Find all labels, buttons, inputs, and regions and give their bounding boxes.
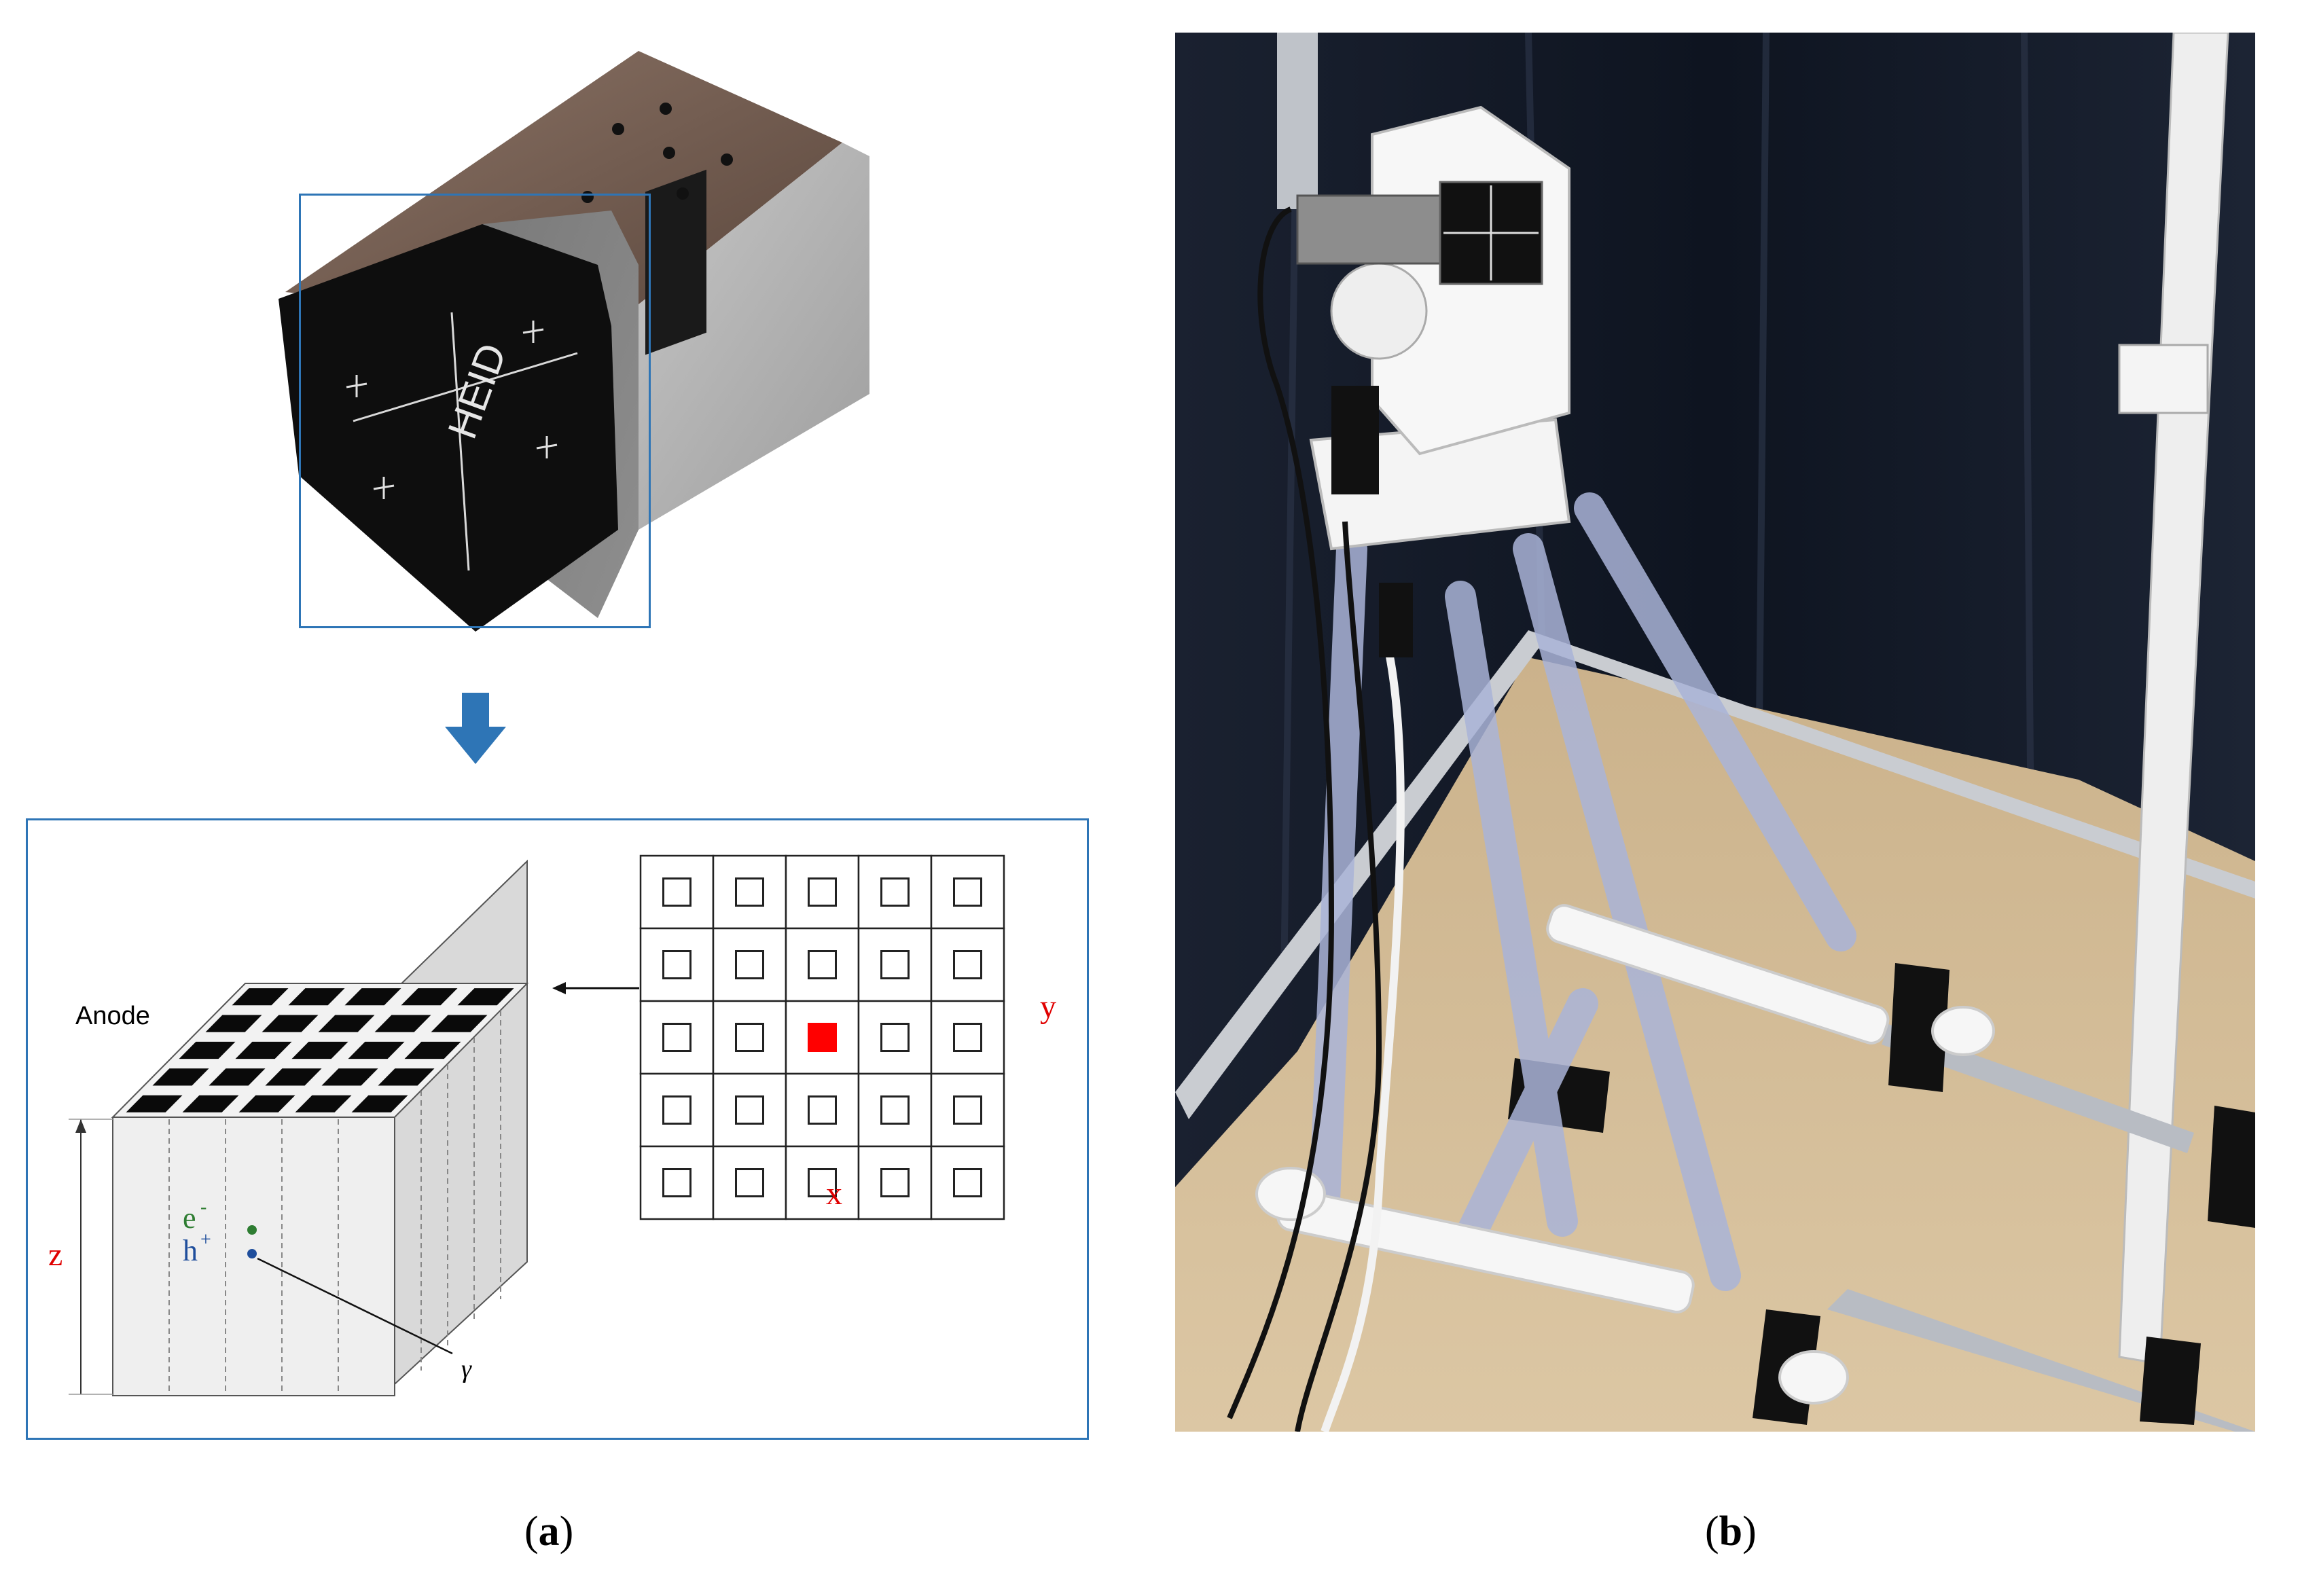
- electron-dot: [247, 1225, 257, 1235]
- anode-label: Anode: [75, 1002, 150, 1030]
- pixel: [808, 877, 837, 907]
- anode-pad: [378, 1068, 435, 1086]
- down-arrow-icon: [442, 693, 509, 767]
- anode-pad: [401, 988, 458, 1006]
- pixel: [662, 1168, 691, 1197]
- pixel: [808, 1095, 837, 1125]
- pixel: [953, 1095, 982, 1125]
- white-cable: [1321, 636, 1405, 1432]
- pixel: [953, 950, 982, 979]
- anode-pad: [457, 988, 514, 1006]
- anode-pad: [205, 1015, 262, 1032]
- anode-pad: [318, 1015, 375, 1032]
- side-strip-lines: [420, 1011, 501, 1371]
- anode-pad: [262, 1015, 319, 1032]
- pixel: [880, 877, 910, 907]
- alignment-marks: [346, 321, 558, 499]
- module-side-face: [611, 143, 869, 530]
- anode-pad: [288, 988, 345, 1006]
- pixel-grid: [639, 854, 1005, 1220]
- pixel: [662, 1023, 691, 1052]
- device-photo: HEID: [258, 41, 910, 652]
- anode-pad: [351, 1095, 408, 1112]
- anode-pad: [235, 1041, 292, 1059]
- electron-sup: -: [200, 1197, 206, 1218]
- pixel: [662, 950, 691, 979]
- setup-illustration: [1175, 33, 2255, 1432]
- cube-side-face: [394, 859, 528, 1386]
- control-box: [1331, 386, 1379, 494]
- cables: [1227, 206, 1382, 1432]
- pixel: [808, 950, 837, 979]
- anode-pad: [374, 1015, 431, 1032]
- anode-pad: [344, 988, 401, 1006]
- anode-pad: [265, 1068, 322, 1086]
- anode-pad: [348, 1041, 405, 1059]
- hole-sup: +: [200, 1229, 211, 1250]
- hole-label: h: [183, 1234, 198, 1267]
- anode-pad: [291, 1041, 348, 1059]
- side-connector: [645, 169, 706, 355]
- pixel-highlighted: [808, 1023, 837, 1052]
- anode-pad: [238, 1095, 295, 1112]
- inline-switch: [1379, 583, 1413, 657]
- electron-label: e: [183, 1201, 196, 1235]
- y-axis-label: y: [1040, 989, 1056, 1025]
- hole-dot: [247, 1249, 257, 1258]
- pixel: [880, 950, 910, 979]
- pixel: [880, 1023, 910, 1052]
- pixel: [735, 950, 764, 979]
- tripod-legs: [1309, 492, 1856, 1291]
- detector-schematic: z Anode e - h + γ y x: [48, 854, 1056, 1396]
- pixel: [953, 1023, 982, 1052]
- pixel: [953, 1168, 982, 1197]
- gamma-ray-line: [257, 1257, 453, 1355]
- anode-pad: [152, 1068, 209, 1086]
- pixel: [880, 1168, 910, 1197]
- x-axis-label: x: [826, 1176, 842, 1212]
- pixel: [953, 877, 982, 907]
- z-axis-label: z: [48, 1237, 62, 1273]
- anode-pad: [182, 1095, 239, 1112]
- anode-pad: [126, 1095, 183, 1112]
- anode-pad: [209, 1068, 266, 1086]
- schematic-frame: z Anode e - h + γ y x: [26, 818, 1089, 1440]
- detector-module-illustration: HEID: [279, 51, 869, 632]
- anode-pads: [126, 988, 514, 1112]
- pixel: [662, 1095, 691, 1125]
- anode-pad: [321, 1068, 378, 1086]
- pixel: [662, 877, 691, 907]
- anode-pad: [404, 1041, 461, 1059]
- left-post: [1277, 33, 1318, 209]
- anode-pad: [179, 1041, 236, 1059]
- anode-pad: [431, 1015, 488, 1032]
- post-clamp: [2118, 344, 2209, 414]
- pixel: [808, 1168, 837, 1197]
- zoom-selection-box: [299, 194, 651, 628]
- tripod-base: [1255, 904, 1995, 1404]
- gamma-label: γ: [461, 1355, 472, 1383]
- pixel: [735, 1168, 764, 1197]
- pixel: [735, 1095, 764, 1125]
- front-strip-lines: [168, 1119, 339, 1394]
- mid-floor-rail: [1882, 1024, 2194, 1153]
- anode-pad: [295, 1095, 352, 1112]
- pixel: [735, 1023, 764, 1052]
- anode-pad: [232, 988, 289, 1006]
- caption-a: (a): [524, 1508, 574, 1555]
- experimental-setup-photo: [1175, 33, 2255, 1432]
- left-floor-rail: [1175, 630, 1542, 1119]
- pixel: [880, 1095, 910, 1125]
- pixel: [735, 877, 764, 907]
- caption-b: (b): [1705, 1508, 1757, 1555]
